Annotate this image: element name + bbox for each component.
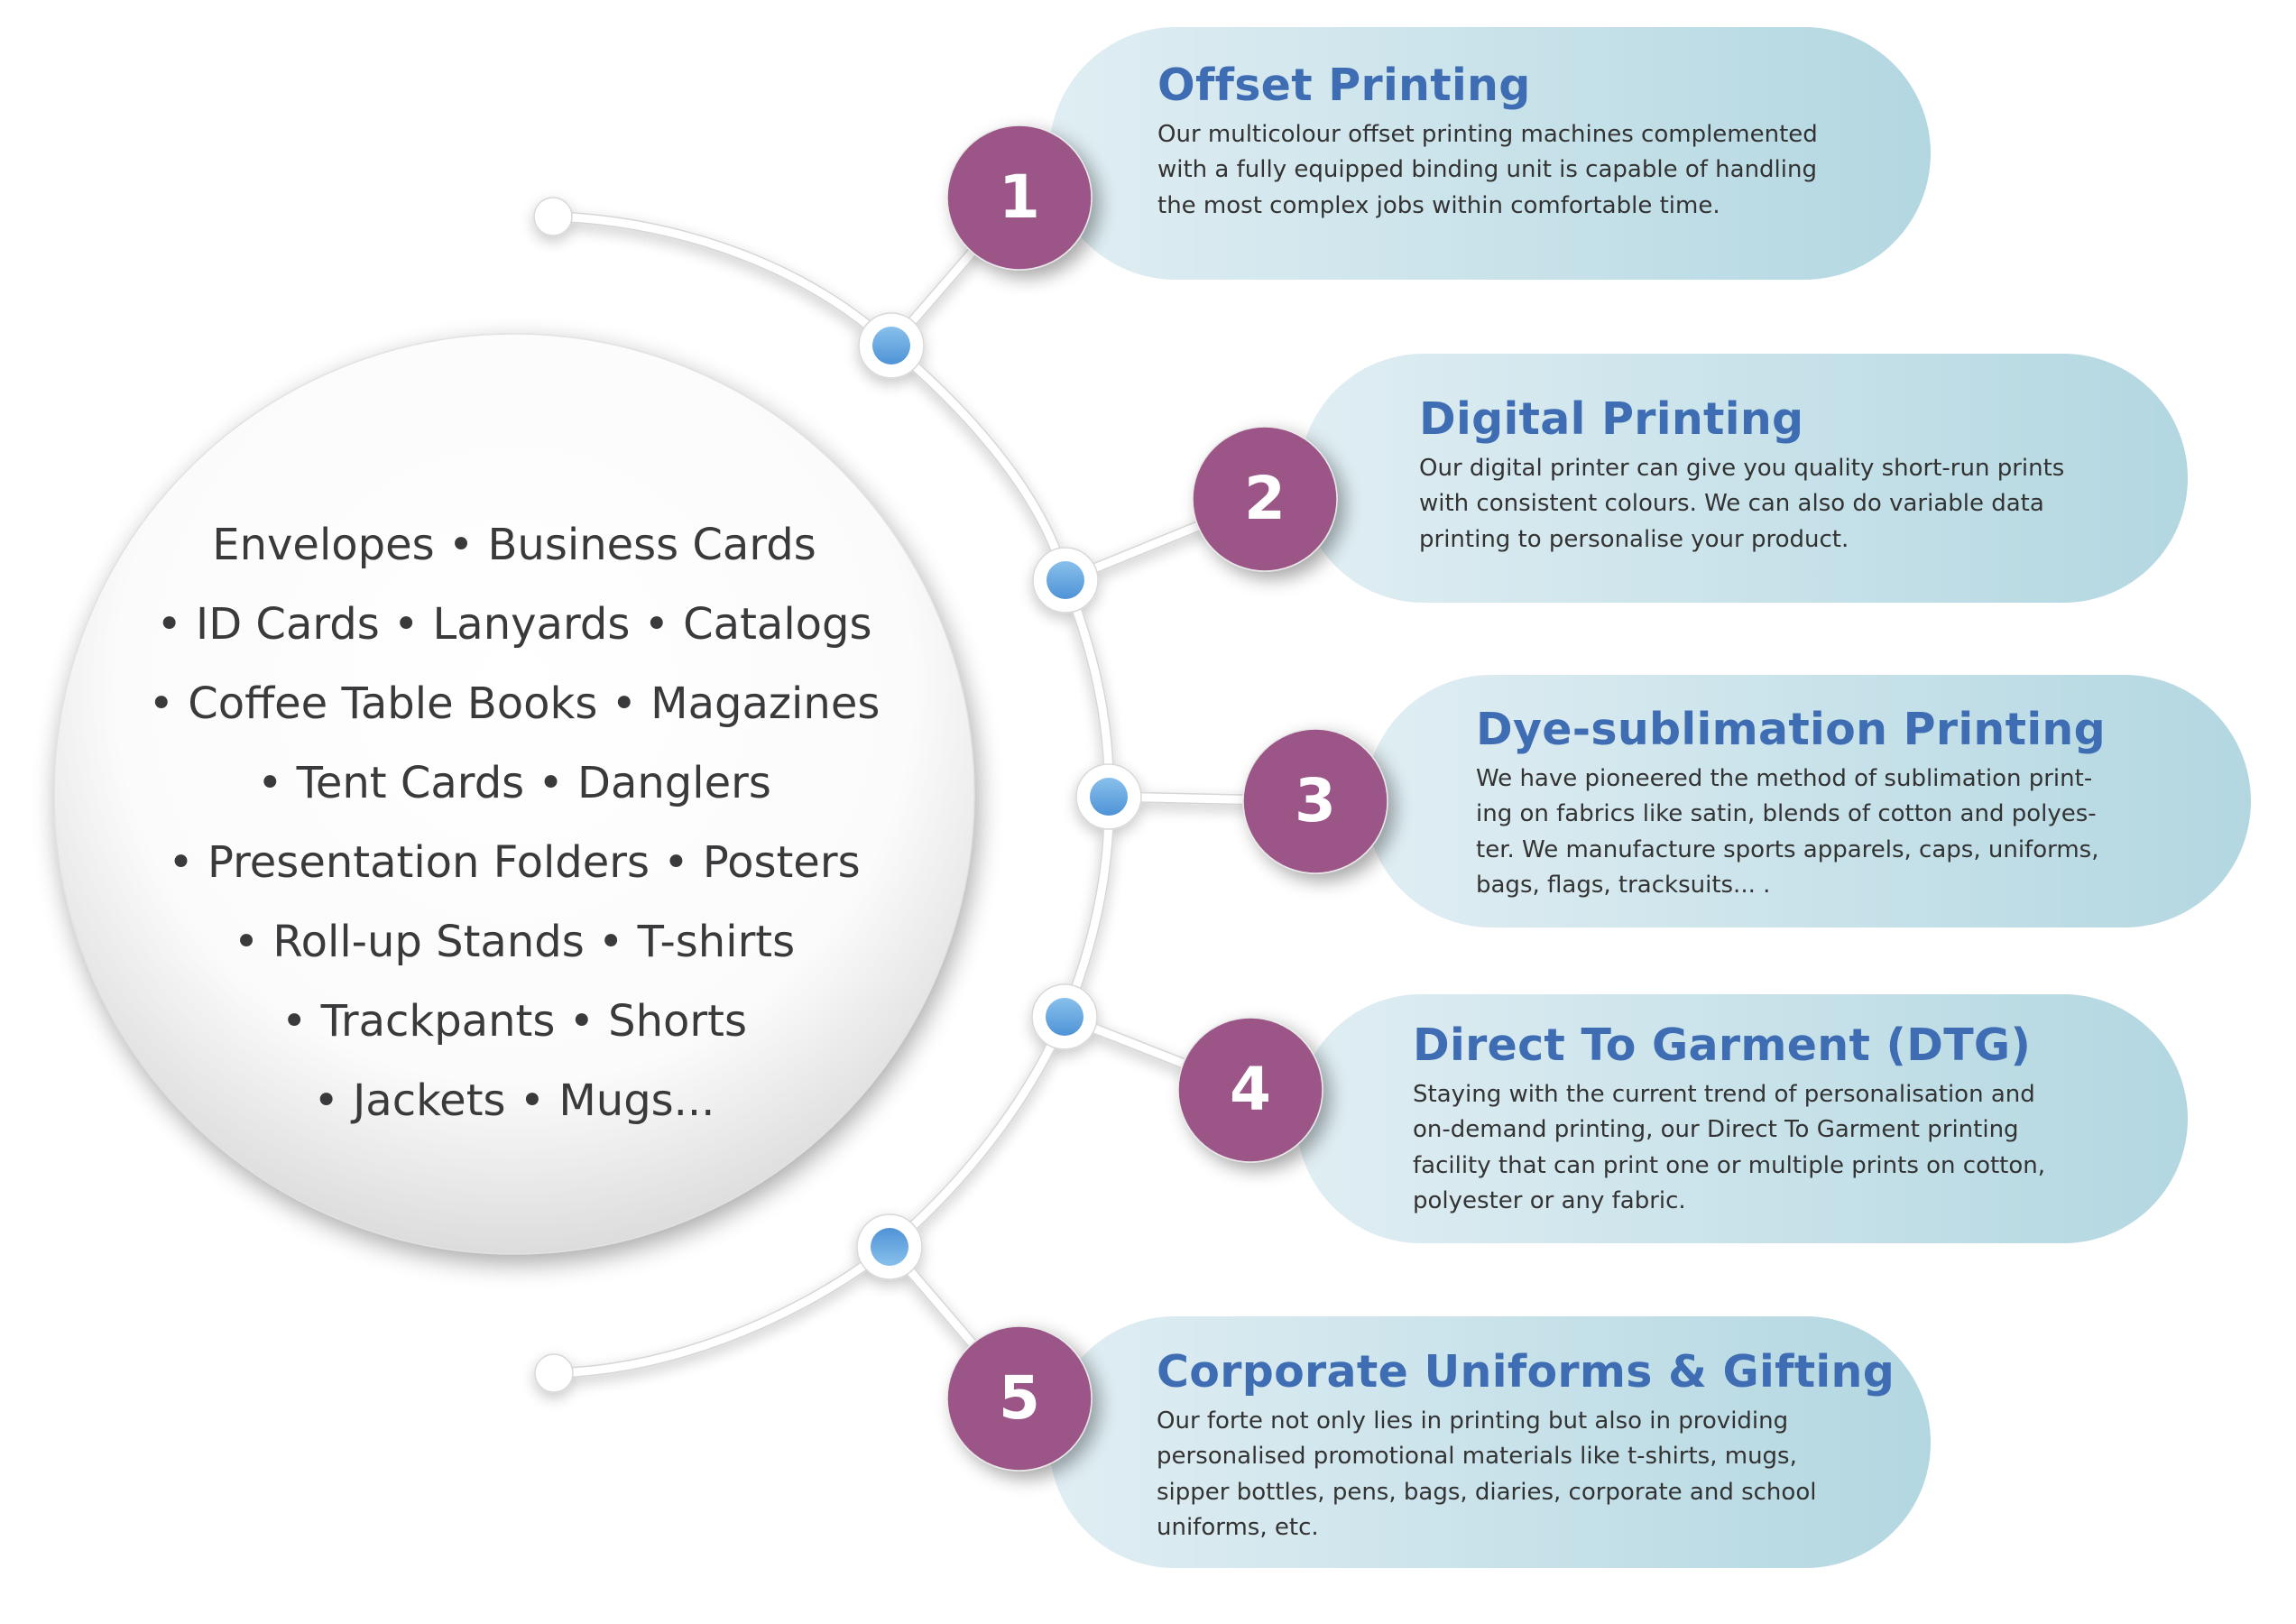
description-line: with a fully equipped binding unit is ca… [1157,156,1817,184]
description-line: facility that can print one or multiple … [1413,1151,2046,1179]
service-description: Our multicolour offset printing machines… [1157,117,1818,225]
products-line: Envelopes • Business Cards [212,520,816,570]
service-description: Our digital printer can give you quality… [1419,451,2064,558]
service-title: Direct To Garment (DTG) [1413,1020,2032,1071]
description-line: Our digital printer can give you quality… [1419,454,2065,482]
service-offset-printing: Offset Printing Our multicolour offset p… [1157,61,1818,224]
pill-dtg [1296,994,2188,1243]
spine-endpoint-bottom [534,1353,574,1393]
number-label-5: 5 [999,1363,1040,1433]
description-line: bags, flags, tracksuits... . [1476,872,1771,900]
products-line: • ID Cards • Lanyards • Catalogs [156,599,872,650]
number-badge-1 [946,125,1093,271]
description-line: polyester or any fabric. [1413,1187,1686,1215]
description-line: printing to personalise your product. [1419,525,1849,553]
products-line: • Presentation Folders • Posters [168,837,861,888]
description-line: uniforms, etc. [1157,1514,1319,1542]
blue-dot-icon-5 [871,1228,908,1266]
description-line: Staying with the current trend of person… [1413,1080,2035,1108]
description-line: personalised promotional materials like … [1157,1443,1797,1471]
service-description: Our forte not only lies in printing but … [1157,1404,1895,1546]
spine-endpoint-top [533,197,573,236]
description-line: ter. We manufacture sports apparels, cap… [1476,835,2099,863]
service-title: Digital Printing [1419,393,1804,445]
service-title: Offset Printing [1157,60,1531,111]
pill-dye-sublimation [1365,675,2251,927]
service-dye-sublimation: Dye-sublimation Printing We have pioneer… [1476,706,2106,904]
products-circle [54,334,974,1254]
number-label-3: 3 [1295,766,1336,835]
blue-dot-icon-3 [1090,778,1128,816]
description-line: ing on fabrics like satin, blends of cot… [1476,800,2097,828]
service-corporate-uniforms: Corporate Uniforms & Gifting Our forte n… [1157,1348,1895,1546]
description-line: We have pioneered the method of sublimat… [1476,764,2093,792]
number-badge-2 [1192,426,1338,572]
pill-corporate-uniforms [1049,1316,1931,1568]
products-line: • Tent Cards • Danglers [257,758,771,808]
number-badge-3 [1242,728,1388,874]
number-label-2: 2 [1244,464,1286,533]
blue-dot-icon-4 [1046,998,1083,1036]
description-line: with consistent colours. We can also do … [1419,490,2044,518]
service-digital-printing: Digital Printing Our digital printer can… [1419,395,2064,558]
service-title: Dye-sublimation Printing [1476,704,2106,755]
service-dtg: Direct To Garment (DTG) Staying with the… [1413,1021,2045,1220]
number-badge-5 [946,1325,1093,1472]
description-line: Our forte not only lies in printing but … [1157,1407,1789,1435]
service-description: We have pioneered the method of sublimat… [1476,761,2106,904]
products-line: • Jackets • Mugs... [313,1075,715,1126]
products-list: Envelopes • Business Cards • ID Cards • … [63,505,965,1140]
blue-dot-icon-2 [1047,561,1084,599]
blue-dot-icon-1 [872,327,910,364]
products-line: • Roll-up Stands • T-shirts [233,917,796,967]
products-line: • Coffee Table Books • Magazines [148,678,881,729]
number-label-4: 4 [1230,1055,1271,1124]
pill-digital-printing [1299,354,2188,603]
number-badge-4 [1177,1017,1323,1163]
description-line: the most complex jobs within comfortable… [1157,191,1720,219]
description-line: on-demand printing, our Direct To Garmen… [1413,1116,2019,1144]
service-title: Corporate Uniforms & Gifting [1157,1346,1895,1398]
number-label-1: 1 [999,162,1040,232]
pill-offset-printing [1049,27,1931,280]
number-badges [946,125,1388,1472]
products-line: • Trackpants • Shorts [281,996,747,1047]
service-description: Staying with the current trend of person… [1413,1077,2045,1220]
products-circle-rim [53,333,975,1255]
description-line: Our multicolour offset printing machines… [1157,120,1818,148]
service-pills [1049,27,2251,1568]
description-line: sipper bottles, pens, bags, diaries, cor… [1157,1478,1817,1506]
